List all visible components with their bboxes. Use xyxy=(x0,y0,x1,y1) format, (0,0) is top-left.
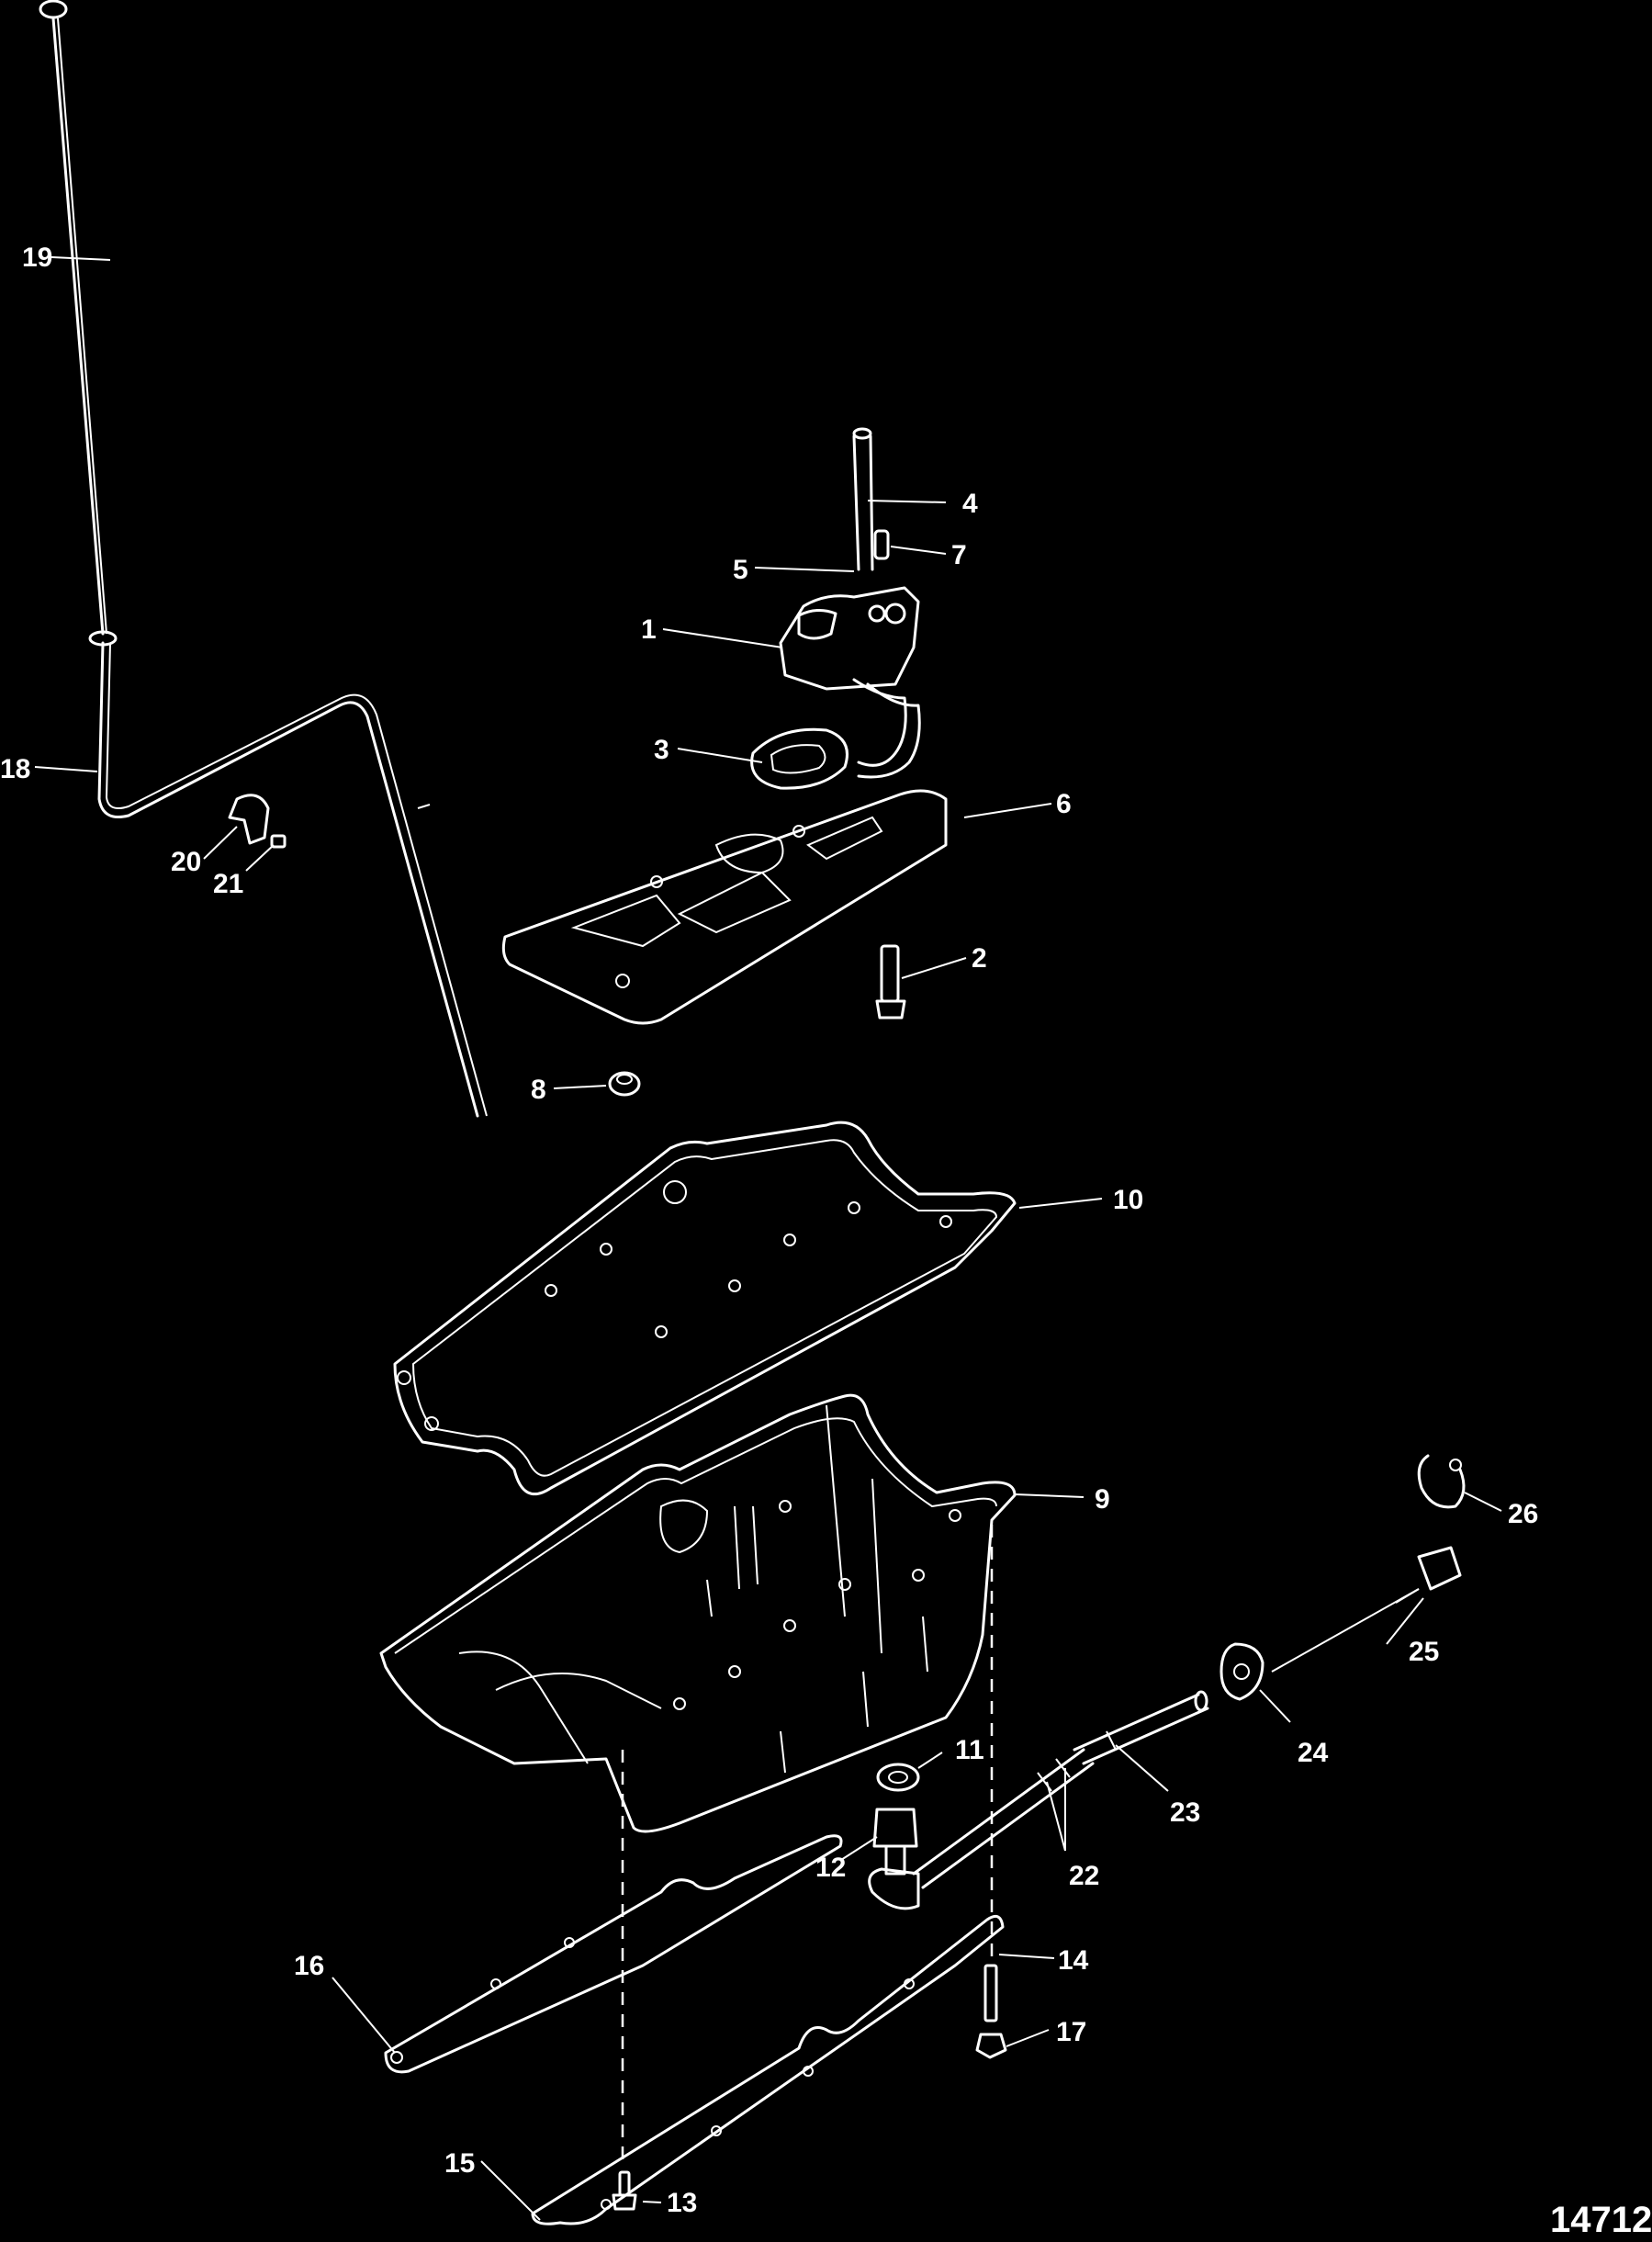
callout-2: 2 xyxy=(972,943,987,974)
callout-25: 25 xyxy=(1409,1637,1439,1667)
callout-11: 11 xyxy=(955,1735,984,1765)
callout-22: 22 xyxy=(1069,1861,1099,1891)
oil-pump xyxy=(779,427,921,779)
callout-21: 21 xyxy=(213,869,243,899)
pan-stud xyxy=(983,1964,998,2022)
callout-20: 20 xyxy=(171,847,201,877)
front-seal xyxy=(384,1834,843,2074)
rear-seal xyxy=(531,1914,1005,2225)
sensor xyxy=(1271,1546,1462,1673)
stud xyxy=(875,944,906,1020)
callout-24: 24 xyxy=(1298,1738,1329,1768)
callout-26: 26 xyxy=(1508,1499,1538,1529)
drain-pipe xyxy=(1073,1690,1209,1765)
callout-3: 3 xyxy=(654,735,669,765)
callout-16: 16 xyxy=(294,1951,324,1981)
figure-number: 14712 xyxy=(1550,2200,1652,2240)
callout-23: 23 xyxy=(1170,1797,1200,1828)
dipstick-tube xyxy=(97,641,488,1118)
callout-7: 7 xyxy=(951,540,967,570)
pickup-screen xyxy=(750,727,848,790)
pan-nut xyxy=(975,2033,1007,2059)
tube-clip xyxy=(228,794,287,849)
callout-19: 19 xyxy=(22,242,52,273)
drive-pin xyxy=(873,529,890,560)
dipstick xyxy=(39,0,118,647)
washer xyxy=(876,1763,920,1792)
callout-6: 6 xyxy=(1056,789,1072,819)
drain-fitting xyxy=(868,1808,920,1910)
callout-15: 15 xyxy=(444,2148,475,2179)
nut xyxy=(608,1071,641,1097)
leader-lines xyxy=(34,256,1502,2221)
callout-10: 10 xyxy=(1113,1185,1143,1215)
callout-12: 12 xyxy=(815,1853,846,1883)
callout-13: 13 xyxy=(667,2188,697,2218)
clip-ring xyxy=(1417,1454,1466,1509)
callout-5: 5 xyxy=(733,555,748,585)
callout-1: 1 xyxy=(641,614,657,645)
callout-18: 18 xyxy=(0,754,30,784)
callout-labels: 19 18 20 21 4 7 5 1 3 6 2 8 10 9 26 25 2… xyxy=(0,242,1538,2218)
flange xyxy=(1219,1642,1264,1701)
callout-8: 8 xyxy=(531,1075,546,1105)
oil-pan xyxy=(379,1393,1017,1833)
oil-pan-gasket xyxy=(393,1121,1017,1496)
callout-4: 4 xyxy=(962,489,978,519)
callout-17: 17 xyxy=(1056,2017,1086,2047)
windage-tray xyxy=(501,789,948,1025)
callout-9: 9 xyxy=(1095,1484,1110,1515)
pan-bolt xyxy=(612,2170,637,2211)
callout-14: 14 xyxy=(1058,1945,1089,1976)
